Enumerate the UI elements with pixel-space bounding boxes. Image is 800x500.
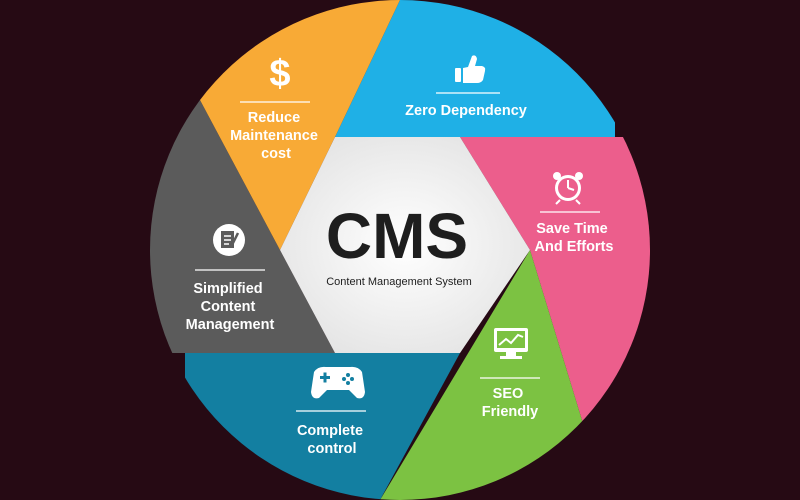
cms-subtitle: Content Management System — [326, 276, 472, 288]
center-hexagon — [280, 137, 530, 353]
dollar-icon: $ — [269, 53, 290, 95]
label-save-time: Save Time And Efforts — [535, 221, 614, 255]
document-edit-icon — [213, 224, 245, 256]
segment-save-time — [460, 137, 650, 430]
alarm-clock-icon — [553, 172, 583, 205]
thumbs-up-icon — [455, 55, 486, 83]
label-reduce-maintenance: Reduce Maintenance cost — [230, 110, 322, 162]
label-zero-dependency: Zero Dependency — [405, 103, 527, 119]
segment-reduce-maintenance — [200, 0, 400, 250]
cms-title: CMS — [326, 200, 468, 272]
segment-seo-friendly — [380, 250, 585, 500]
segment-simplified-content — [150, 100, 335, 353]
label-complete-control: Complete control — [297, 423, 367, 457]
monitor-chart-icon — [494, 328, 528, 359]
gamepad-icon — [311, 366, 365, 399]
label-seo-friendly: SEO Friendly — [482, 386, 538, 420]
label-simplified-content: Simplified Content Management — [186, 281, 275, 333]
